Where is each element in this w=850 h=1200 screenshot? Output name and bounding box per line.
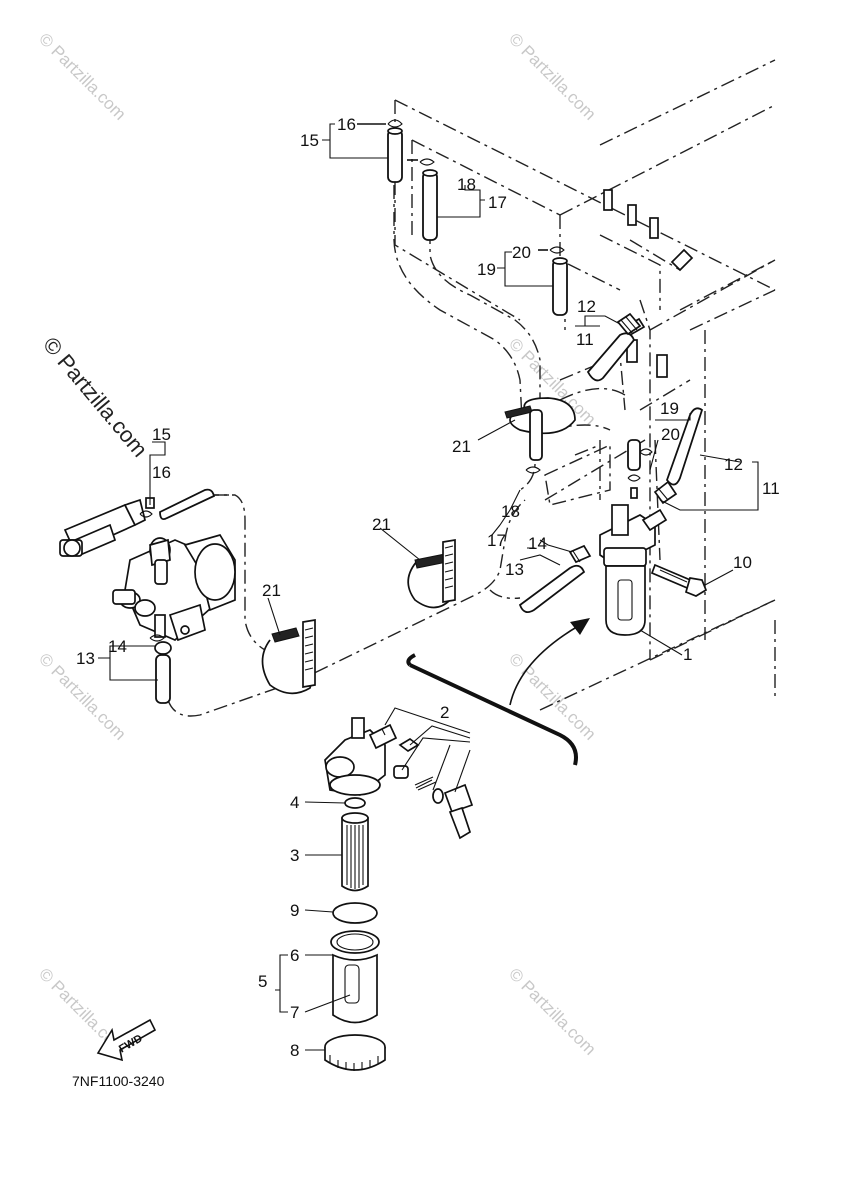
hose-19-upper <box>538 246 568 316</box>
callout-21: 21 <box>372 515 391 534</box>
callout-8: 8 <box>290 1041 299 1060</box>
watermark-dark: © Partzilla.com <box>38 332 152 462</box>
watermarks: © Partzilla.com © Partzilla.com © Partzi… <box>35 29 599 1058</box>
joint-11-upper <box>586 312 642 382</box>
hose-15-upper <box>357 119 403 183</box>
callout-4: 4 <box>290 793 299 812</box>
watermark: © Partzilla.com <box>505 29 599 123</box>
clamp-21-center <box>504 397 576 474</box>
callout-12: 12 <box>577 297 596 316</box>
callout-15: 15 <box>300 131 319 150</box>
fuel-filter-assembly-installed <box>599 439 708 636</box>
callout-17: 17 <box>487 531 506 550</box>
reference-arrow <box>406 618 590 766</box>
diagram-code: 7NF1100-3240 <box>72 1073 165 1089</box>
callout-20: 20 <box>661 425 680 444</box>
hose-17-upper <box>407 158 438 241</box>
callout-12: 12 <box>724 455 743 474</box>
callout-18: 18 <box>457 175 476 194</box>
callout-21: 21 <box>262 581 281 600</box>
hose-13-left <box>154 641 172 704</box>
callout-18: 18 <box>501 502 520 521</box>
callout-21: 21 <box>452 437 471 456</box>
callout-7: 7 <box>290 1003 299 1022</box>
leader-lines <box>98 123 759 1051</box>
hose-13-right <box>518 544 592 614</box>
callout-1: 1 <box>683 645 692 664</box>
hose-15-left <box>139 488 216 521</box>
callout-19: 19 <box>477 260 496 279</box>
clamp-21-middle <box>407 538 456 609</box>
callout-11: 11 <box>576 330 594 349</box>
callout-13: 13 <box>505 560 524 579</box>
exploded-filter <box>324 707 474 1071</box>
callout-10: 10 <box>733 553 752 572</box>
callout-14: 14 <box>108 637 127 656</box>
hose-routing <box>167 185 691 717</box>
callout-16: 16 <box>152 463 171 482</box>
callout-5: 5 <box>258 972 267 991</box>
callout-3: 3 <box>290 846 299 865</box>
callout-13: 13 <box>76 649 95 668</box>
callout-labels: 15 16 18 17 19 20 12 11 21 19 20 12 11 1… <box>76 115 780 1060</box>
hose-11-right <box>639 407 704 486</box>
callout-19: 19 <box>660 399 679 418</box>
callout-6: 6 <box>290 946 299 965</box>
callout-17: 17 <box>488 193 507 212</box>
engine-outline <box>394 59 776 711</box>
fuel-pump-assembly <box>59 498 236 642</box>
callout-11: 11 <box>762 479 780 498</box>
callout-16: 16 <box>337 115 356 134</box>
watermark: © Partzilla.com <box>505 964 599 1058</box>
watermark: © Partzilla.com <box>35 29 129 123</box>
callout-2: 2 <box>440 703 449 722</box>
clamp-21-left <box>261 618 316 695</box>
callout-15: 15 <box>152 425 171 444</box>
callout-20: 20 <box>512 243 531 262</box>
callout-9: 9 <box>290 901 299 920</box>
callout-14: 14 <box>528 534 547 553</box>
